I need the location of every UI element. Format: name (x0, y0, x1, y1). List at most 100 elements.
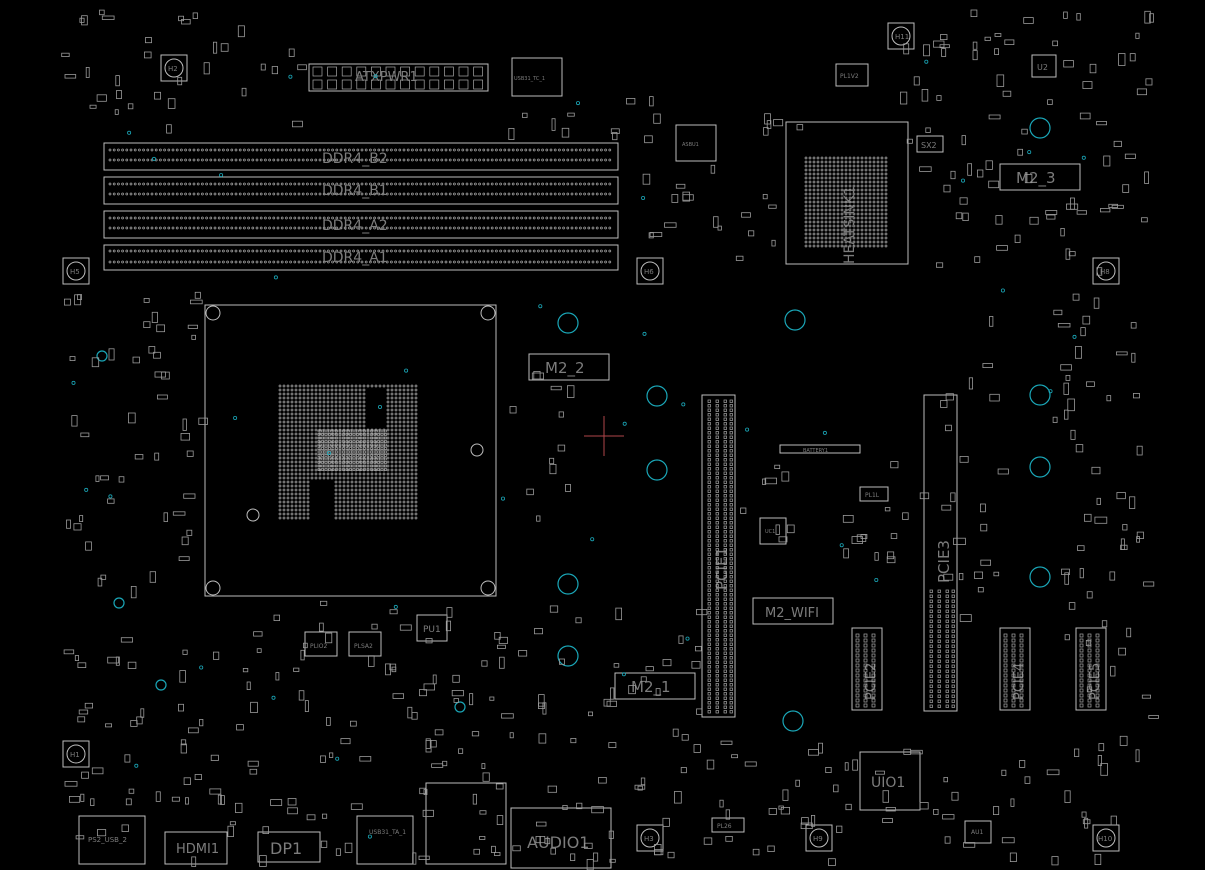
pch-ball (864, 164, 868, 168)
cpu-pin (294, 384, 298, 388)
cpu-pin (326, 472, 330, 476)
pcie-pin (707, 638, 711, 642)
pcie-pin (729, 561, 733, 565)
cpu-center-pin (359, 468, 363, 471)
passive-component (925, 127, 931, 133)
pcie-pin (715, 422, 719, 426)
ddr-pin (562, 158, 565, 162)
cpu-pin (302, 516, 306, 520)
cpu-pin (410, 464, 414, 468)
cpu-center-pin (359, 457, 363, 461)
pch-ball (876, 212, 880, 216)
ddr-pin (339, 148, 343, 152)
pch-ball (880, 244, 884, 248)
ddr-pin (541, 192, 544, 196)
ddr-pin (318, 216, 322, 220)
cpu-pin (354, 384, 358, 388)
ddr-pin (406, 226, 410, 230)
atx-pin (473, 79, 483, 90)
ddr-pin (339, 226, 343, 230)
ddr-pin (369, 182, 372, 186)
pch-ball (840, 220, 844, 224)
ddr-pin (465, 182, 469, 186)
small-components (61, 9, 1159, 870)
pch-ball (876, 220, 880, 224)
ddr-pin (327, 192, 330, 196)
pcie-pin (1011, 668, 1016, 673)
pch-ball (852, 176, 856, 180)
cpu-pin (318, 412, 322, 416)
passive-component (1110, 815, 1117, 826)
ddr-pin (327, 260, 330, 264)
ddr-pin (154, 216, 158, 220)
ddr-pin (247, 216, 250, 220)
pch-ball (812, 188, 816, 192)
cpu-pin (402, 460, 406, 464)
ddr-pin (558, 148, 561, 152)
passive-component (151, 311, 158, 323)
pcie-pin (707, 701, 711, 705)
passive-component (85, 541, 92, 551)
ddr-pin (499, 148, 502, 152)
cpu-pin (338, 508, 342, 512)
ddr-pin (356, 158, 360, 162)
cpu-pin (290, 428, 294, 432)
passive-component (1096, 267, 1103, 276)
passive-component (74, 655, 80, 661)
pch-ball (868, 156, 872, 160)
cpu-pin (386, 492, 390, 496)
pcie-pin (1087, 678, 1092, 683)
cpu-pin (398, 476, 402, 480)
ddr-pin (385, 192, 389, 196)
ddr-pin (507, 182, 511, 186)
pcie-pin (715, 399, 719, 403)
pcie-pin (715, 435, 719, 439)
usb31-tc-label: USB31_TC_1 (514, 76, 545, 82)
cpu-pin (306, 432, 310, 436)
cpu-pin (394, 412, 398, 416)
cpu-pin (402, 404, 406, 408)
ddr-pin (364, 216, 368, 220)
via (404, 368, 409, 373)
ddr-pin (247, 158, 250, 162)
cpu-pin (378, 504, 382, 508)
ddr-pin (138, 192, 141, 196)
cpu-pin (298, 488, 302, 492)
pch-ball (876, 228, 880, 232)
passive-component (801, 817, 809, 825)
pch-ball (848, 156, 852, 160)
passive-component (1096, 497, 1101, 505)
cpu-pin (354, 516, 358, 520)
cpu-pin (298, 412, 302, 416)
cpu-pin (414, 448, 418, 452)
ddr-pin (335, 249, 339, 253)
pcie-pin (937, 694, 941, 698)
pch-ball (872, 232, 876, 236)
pch-ball (868, 236, 872, 240)
pch-ball (824, 240, 828, 244)
pch-ball (812, 184, 816, 188)
cpu-pin (334, 396, 338, 400)
cpu-pin (322, 396, 326, 400)
pch-ball (848, 240, 852, 244)
passive-component (903, 43, 910, 55)
cpu-pin (286, 472, 290, 476)
cpu-center-pin (373, 433, 377, 436)
ddr-pin (415, 182, 418, 186)
cpu-center-pin (324, 447, 328, 450)
cpu-center-pin (373, 436, 377, 440)
pch-ball (808, 216, 812, 220)
cpu-pin (306, 420, 310, 424)
cpu-pin (334, 388, 338, 392)
pcie-pin (729, 417, 733, 421)
cpu-pin (322, 388, 326, 392)
pch-ball (864, 172, 868, 176)
pcie-pin (945, 614, 949, 618)
pch-ball (836, 228, 840, 232)
pcie-pin (1019, 653, 1024, 658)
ddr-pin (259, 148, 263, 152)
passive-component (1110, 665, 1116, 677)
cpu-center-pin (342, 457, 345, 461)
cpu-pin (406, 424, 410, 428)
passive-component (69, 796, 81, 803)
